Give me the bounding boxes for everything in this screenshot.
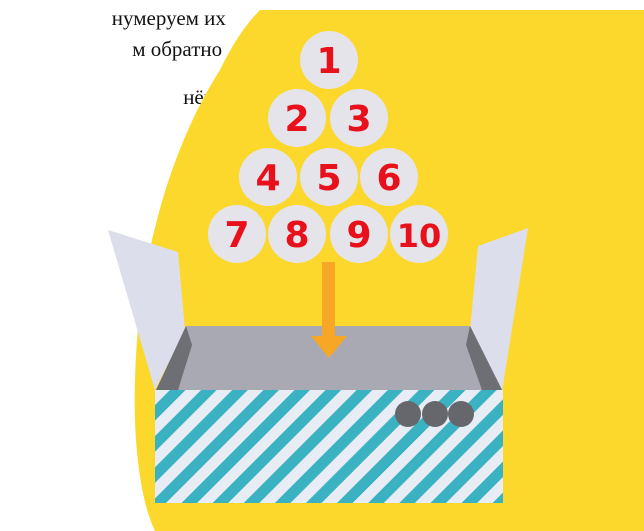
box-dot-2 [422, 401, 448, 427]
ball-number-label: 1 [316, 41, 341, 82]
ball-number-label: 10 [397, 217, 442, 255]
box-dot-3 [448, 401, 474, 427]
ball-number-label: 2 [284, 99, 309, 140]
arrow-shaft [322, 262, 335, 336]
ball-number-label: 3 [346, 99, 371, 140]
ball-number-label: 5 [316, 158, 341, 199]
ball-number-label: 8 [284, 215, 309, 256]
ball-number-label: 4 [255, 158, 280, 199]
ball-number-label: 7 [224, 215, 249, 256]
box-dot-1 [395, 401, 421, 427]
ball-number-label: 6 [376, 158, 401, 199]
ball-number-label: 9 [346, 215, 371, 256]
